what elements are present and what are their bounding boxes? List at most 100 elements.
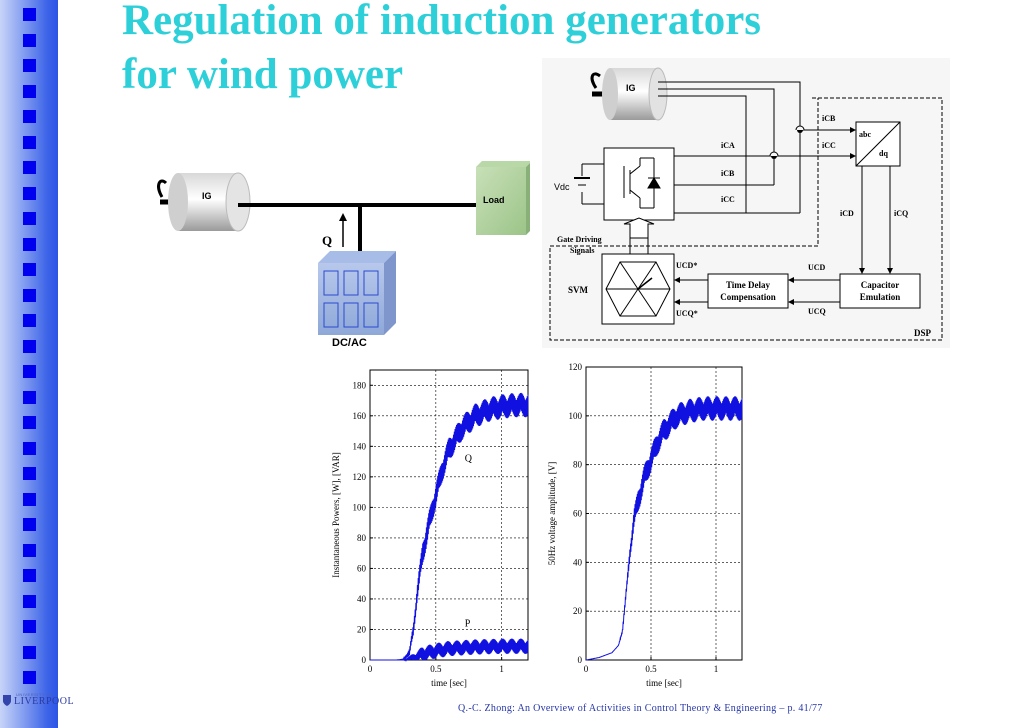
igbt-icon [623, 157, 661, 209]
i-cq-label: iCQ [894, 209, 908, 218]
x-axis-label: time [sec] [431, 678, 467, 688]
y-tick-label: 40 [573, 557, 583, 567]
y-tick-label: 140 [353, 441, 367, 451]
i-cd-label: iCD [840, 209, 854, 218]
sidebar-square [23, 135, 36, 149]
delay-label-line-1: Time Delay [726, 280, 771, 290]
y-axis-label: Instantaneous Powers, [W], [VAR] [331, 452, 341, 578]
y-tick-label: 40 [357, 594, 367, 604]
x-tick-label: 0.5 [430, 664, 442, 674]
dc-source-icon [574, 163, 604, 205]
x-tick-label: 1 [714, 664, 719, 674]
series-line-1 [370, 638, 529, 662]
sidebar-square [23, 8, 36, 21]
university-logo: UNIVERSITY OF LIVERPOOL [2, 692, 74, 710]
y-tick-label: 120 [569, 362, 583, 372]
rotation-arrow-icon [157, 179, 168, 198]
gate-arrow-icon [623, 217, 655, 239]
slide-title-line-1: Regulation of induction generators [122, 0, 762, 44]
sidebar-square [23, 543, 36, 557]
x-tick-label: 1 [499, 664, 504, 674]
generator-label-2: IG [626, 83, 636, 93]
annotation-label: Q [465, 454, 473, 465]
y-tick-label: 60 [357, 563, 367, 573]
sidebar-square [23, 237, 36, 251]
i-cc-label: iCC [721, 195, 735, 204]
sidebar-square [23, 288, 36, 302]
gate-label-line-2: Signals [570, 246, 594, 255]
control-block-diagram: IG iCA iCB iCC iCB iCC abc dq [542, 58, 950, 348]
load-label: Load [483, 195, 505, 205]
sidebar-square [23, 59, 36, 72]
series-line-0 [585, 396, 743, 661]
sidebar-square [23, 416, 36, 429]
sidebar-decoration [0, 0, 58, 728]
sidebar-square [23, 671, 36, 684]
sidebar-square [23, 492, 36, 506]
annotation-label: P [465, 618, 471, 629]
converter-box [318, 263, 384, 335]
sidebar-square [23, 84, 36, 98]
logo-name-text: LIVERPOOL [14, 696, 75, 707]
x-axis-label: time [sec] [646, 678, 682, 688]
ucq-label: UCQ [808, 307, 826, 316]
gate-label-line-1: Gate Driving [557, 235, 602, 244]
ucd-label: UCD [808, 263, 826, 272]
i-ca-label: iCA [721, 141, 735, 150]
grid-connection-diagram: IG Load Q DC/AC [157, 161, 530, 349]
i-cc-sense-label: iCC [822, 141, 836, 150]
slide-footer: Q.-C. Zhong: An Overview of Activities i… [458, 703, 823, 714]
sidebar-square [23, 110, 36, 123]
dq-label: dq [879, 149, 888, 158]
rotation-arrow-icon-2 [590, 72, 601, 89]
x-tick-label: 0 [584, 664, 589, 674]
q-label: Q [322, 233, 332, 248]
x-tick-label: 0.5 [645, 664, 657, 674]
y-axis-label: 50Hz voltage amplitude, [V] [547, 462, 557, 565]
vdc-label: Vdc [554, 182, 570, 192]
sidebar-square [23, 569, 36, 582]
y-tick-label: 60 [573, 509, 583, 519]
inverter-block [603, 147, 675, 221]
dsp-boundary [549, 97, 943, 341]
sidebar-square [23, 594, 36, 608]
y-tick-label: 160 [353, 411, 367, 421]
svm-label: SVM [568, 285, 589, 295]
logo-small-text: UNIVERSITY OF [16, 692, 54, 697]
converter-label: DC/AC [332, 337, 367, 349]
i-cb-sense-label: iCB [822, 114, 836, 123]
ucd-star-label: UCD* [676, 261, 697, 270]
sidebar-square [23, 518, 36, 531]
sidebar-square [23, 620, 36, 633]
y-tick-label: 0 [362, 655, 367, 665]
sidebar-square [23, 263, 36, 276]
generator-label: IG [202, 191, 212, 201]
switch-array-icon [323, 270, 379, 328]
sidebar-square [23, 467, 36, 480]
i-cb-label: iCB [721, 169, 735, 178]
sidebar-square [23, 314, 36, 327]
abc-label: abc [859, 130, 871, 139]
slide-title: Regulation of induction generators for w… [122, 0, 761, 102]
y-tick-label: 100 [353, 502, 367, 512]
ucq-star-label: UCQ* [676, 309, 698, 318]
sidebar-square [23, 365, 36, 378]
sidebar-square [23, 441, 36, 455]
x-tick-label: 0 [368, 664, 373, 674]
load-box [476, 167, 526, 235]
sidebar-square [23, 390, 36, 404]
capacitor-emulation-block [839, 273, 921, 309]
cap-label-line-1: Capacitor [861, 280, 900, 290]
y-tick-label: 80 [357, 533, 367, 543]
cap-label-line-2: Emulation [860, 292, 901, 302]
y-tick-label: 20 [357, 624, 367, 634]
delay-label-line-2: Compensation [720, 292, 776, 302]
time-delay-block [707, 273, 789, 309]
y-tick-label: 120 [353, 472, 367, 482]
y-tick-label: 20 [573, 606, 583, 616]
dsp-label: DSP [914, 328, 932, 338]
sidebar-square [23, 212, 36, 225]
y-tick-label: 100 [569, 411, 583, 421]
